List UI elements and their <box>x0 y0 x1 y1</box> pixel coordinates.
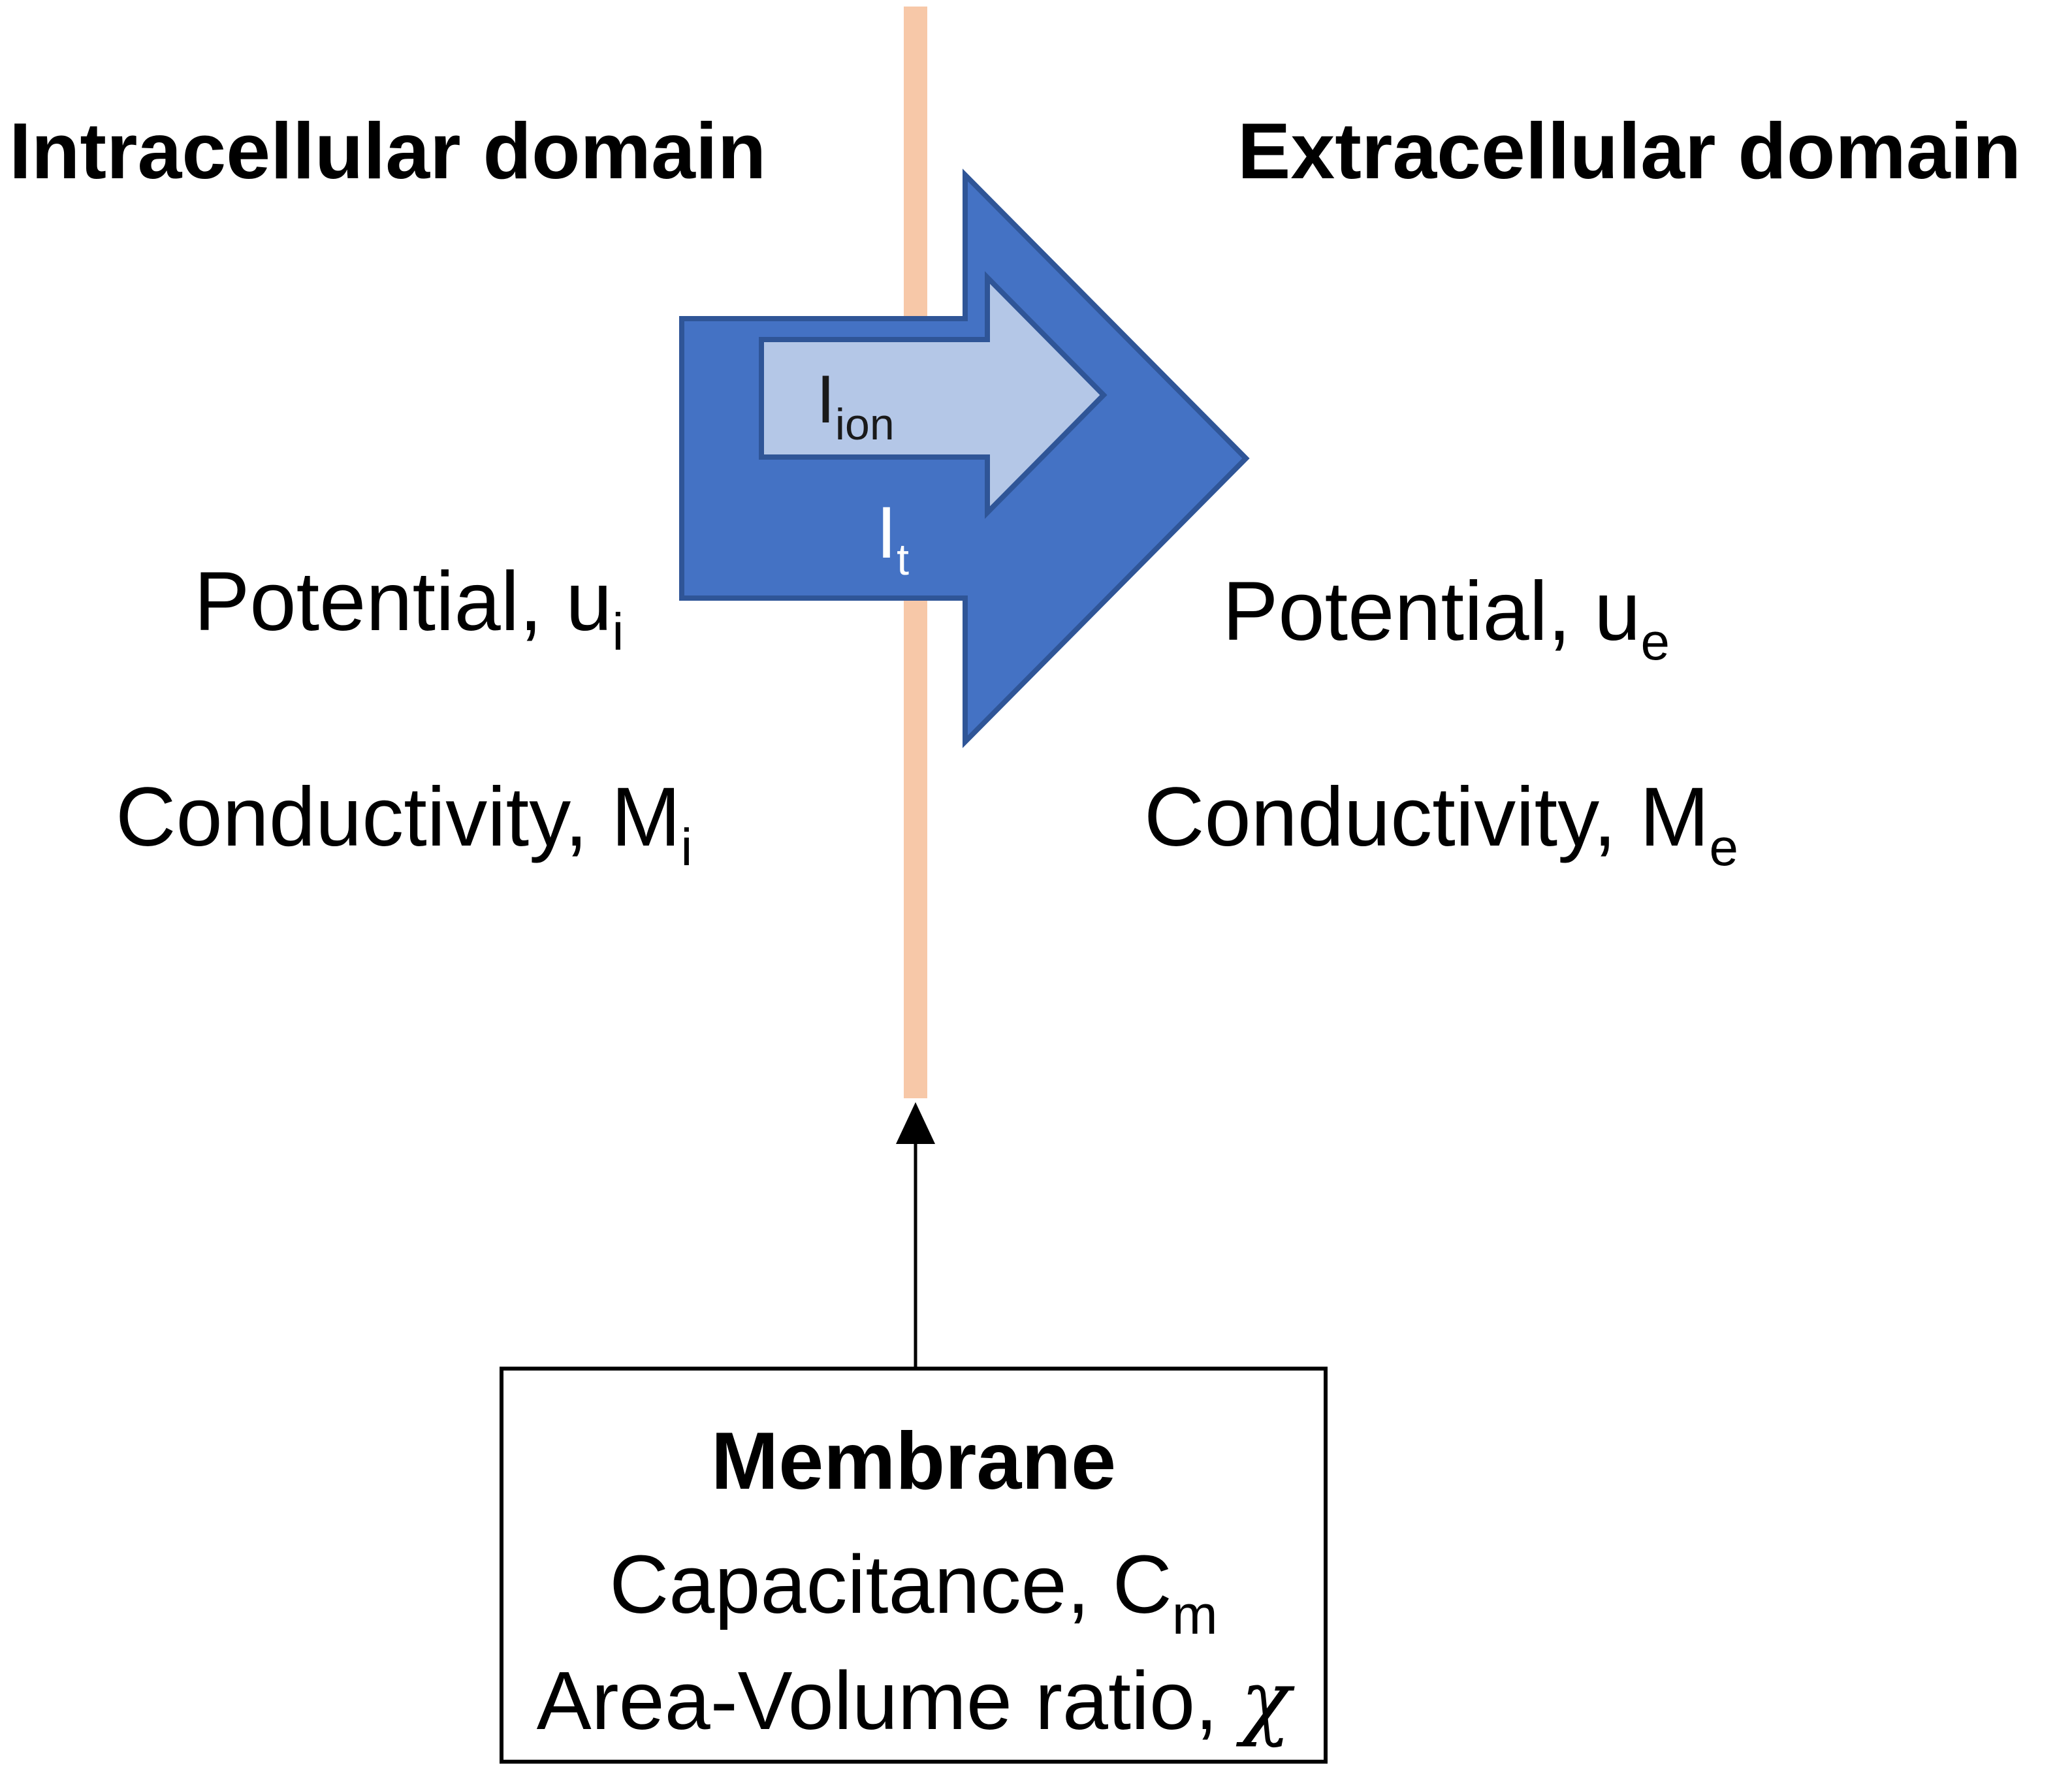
extracellular-domain-title: Extracellular domain <box>1237 106 2022 195</box>
membrane-area-volume-ratio-label: Area-Volume ratio, χ <box>536 1653 1291 1749</box>
intracellular-domain-title: Intracellular domain <box>9 106 767 195</box>
extracellular-potential-label: Potential, ue <box>1222 565 1670 671</box>
ionic-current-arrow <box>759 271 1108 519</box>
extracellular-conductivity-label: Conductivity, Me <box>1144 770 1738 876</box>
pointer-arrow-head <box>896 1102 935 1144</box>
intracellular-potential-label: Potential, ui <box>194 555 624 661</box>
membrane-capacitance-label: Capacitance, Cm <box>609 1538 1218 1645</box>
membrane-box-title: Membrane <box>710 1416 1117 1506</box>
intracellular-conductivity-label: Conductivity, Mi <box>116 770 693 876</box>
chi-symbol: χ <box>1241 1653 1291 1749</box>
total-current-label: It <box>876 492 910 584</box>
membrane-properties-box: Membrane Capacitance, Cm Area-Volume rat… <box>500 1367 1328 1764</box>
ionic-current-label: Iion <box>816 362 895 449</box>
